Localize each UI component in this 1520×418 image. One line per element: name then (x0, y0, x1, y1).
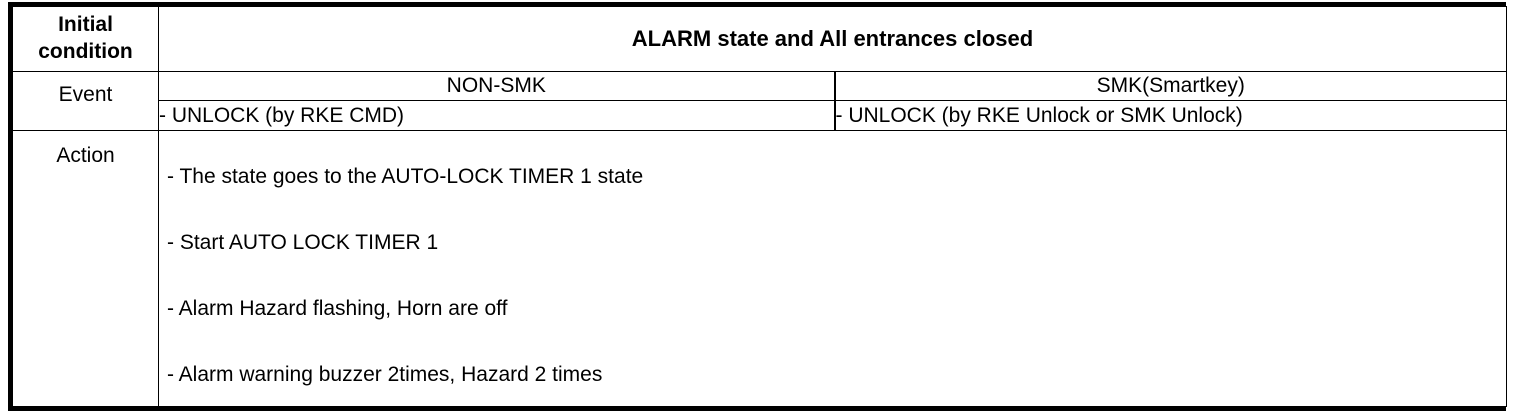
action-item: - The state goes to the AUTO-LOCK TIMER … (167, 164, 644, 188)
event-value-smk: - UNLOCK (by RKE Unlock or SMK Unlock) (834, 100, 1507, 132)
row-label-action: Action (12, 130, 159, 407)
table-row-event-values: - UNLOCK (by RKE CMD) - UNLOCK (by RKE U… (13, 100, 1507, 132)
event-value-non-smk: - UNLOCK (by RKE CMD) (158, 100, 836, 132)
action-item: - Alarm warning buzzer 2times, Hazard 2 … (167, 362, 603, 386)
row-label-initial-condition-line2: condition (38, 39, 133, 63)
row-label-initial-condition: Initial condition (12, 6, 159, 72)
action-item: - Start AUTO LOCK TIMER 1 (167, 230, 439, 254)
initial-condition-value: ALARM state and All entrances closed (158, 6, 1507, 72)
table-row-event-headers: Event NON-SMK SMK(Smartkey) (12, 70, 1507, 132)
table-row-action: Action - The state goes to the AUTO-LOCK… (12, 130, 1507, 407)
spec-table-container: Initial condition ALARM state and All en… (8, 2, 1507, 411)
event-column-header-non-smk: NON-SMK (158, 70, 836, 102)
action-content-cell: - The state goes to the AUTO-LOCK TIMER … (158, 130, 1507, 407)
action-item: - Alarm Hazard flashing, Horn are off (167, 296, 508, 320)
row-label-event: Event (12, 70, 159, 132)
table-row-initial-condition: Initial condition ALARM state and All en… (12, 6, 1507, 72)
row-label-initial-condition-line1: Initial (58, 13, 113, 37)
action-item-list: - The state goes to the AUTO-LOCK TIMER … (159, 153, 1506, 385)
state-transition-table: Initial condition ALARM state and All en… (12, 6, 1507, 407)
event-column-header-smk: SMK(Smartkey) (834, 70, 1507, 102)
